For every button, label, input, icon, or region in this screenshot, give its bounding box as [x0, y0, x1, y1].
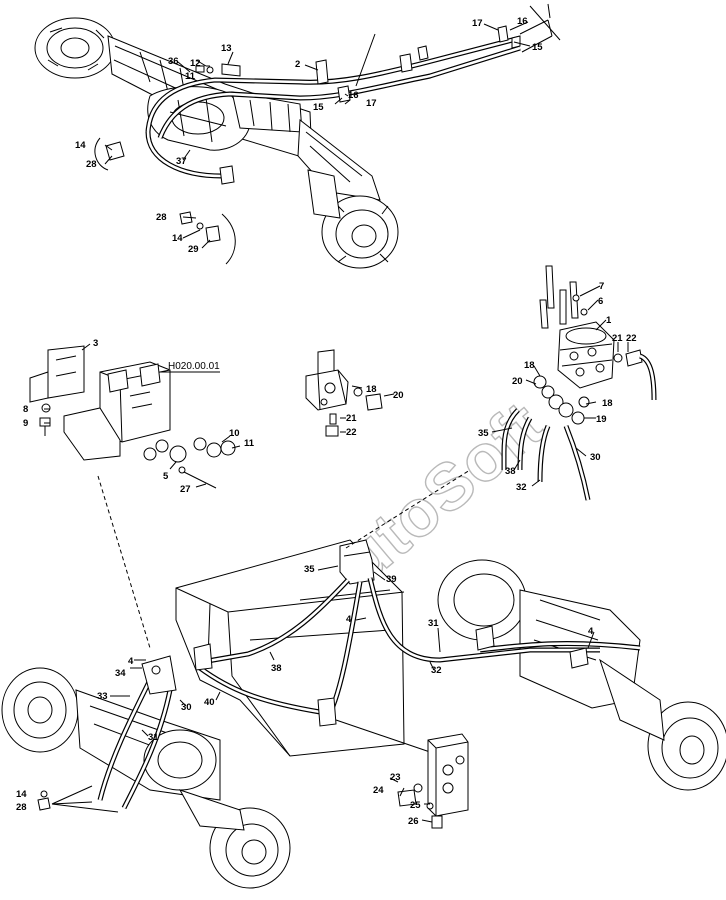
callout-30b: 30 — [181, 702, 192, 713]
steering-unit — [501, 265, 657, 501]
top-differential-housing — [147, 86, 303, 151]
top-left-wheel-hub — [34, 17, 116, 79]
callout-24: 24 — [373, 785, 384, 796]
callout-4c: 4 — [588, 626, 594, 637]
valve-left-callouts: 3 8 9 10 11 5 27 H020.00.01 — [23, 338, 255, 495]
callout-28b: 28 — [156, 212, 167, 223]
callout-3: 3 — [93, 338, 98, 349]
callout-18b: 18 — [524, 360, 535, 371]
callout-28c: 28 — [16, 802, 27, 813]
callout-22: 22 — [346, 427, 357, 438]
callout-30: 32 — [516, 482, 527, 493]
callout-11: 11 — [185, 71, 196, 82]
callout-14b: 14 — [172, 233, 183, 244]
callout-16: 16 — [517, 16, 528, 27]
callout-7: 7 — [599, 281, 604, 292]
callout-13: 13 — [221, 43, 232, 54]
callout-38b: 38 — [271, 663, 282, 674]
callout-15: 15 — [532, 42, 543, 53]
callout-26: 26 — [408, 816, 419, 827]
callout-37: 37 — [176, 156, 187, 167]
callout-31b: 31 — [148, 732, 159, 743]
callout-36: 36 — [168, 56, 179, 67]
callout-40: 40 — [204, 697, 215, 708]
callout-29: 29 — [188, 244, 199, 255]
callout-22b: 22 — [626, 333, 637, 344]
callout-19: 19 — [596, 414, 607, 425]
reference-code: H020.00.01 — [168, 361, 220, 372]
callout-12: 12 — [190, 58, 201, 69]
steering-callouts: 7 6 1 21 22 18 20 18 19 35 38 30 32 — [478, 281, 637, 493]
callout-11b: 11 — [244, 438, 255, 449]
callout-6: 6 — [598, 296, 603, 307]
top-right-wheel-hub — [307, 169, 399, 269]
callout-18c: 18 — [602, 398, 613, 409]
callout-34: 34 — [115, 668, 126, 679]
callout-23: 23 — [390, 772, 401, 783]
callout-39: 39 — [386, 574, 397, 585]
callout-35: 35 — [478, 428, 489, 439]
callout-15b: 15 — [313, 102, 324, 113]
callout-35b: 35 — [304, 564, 315, 575]
callout-38: 38 — [505, 466, 516, 477]
bottom-right-axle — [437, 559, 726, 791]
bottom-callouts: 35 39 4 31 32 38 40 30 34 4 33 31 14 28 … — [16, 564, 595, 827]
callout-32: 30 — [590, 452, 601, 463]
top-callouts: 17 16 15 13 12 11 2 36 16 17 15 14 28 37… — [75, 16, 543, 255]
callout-21: 21 — [346, 413, 357, 424]
callout-32b: 32 — [431, 665, 442, 676]
callout-4: 4 — [346, 614, 352, 625]
callout-1: 1 — [606, 315, 612, 326]
bottom-assembly — [1, 469, 726, 889]
callout-5: 5 — [163, 471, 169, 482]
center-valve: 18 20 21 22 — [305, 349, 404, 438]
callout-21b: 21 — [612, 333, 623, 344]
callout-14c: 14 — [16, 789, 27, 800]
callout-16b: 16 — [348, 90, 359, 101]
callout-18: 18 — [366, 384, 377, 395]
callout-33: 33 — [97, 691, 108, 702]
callout-28: 28 — [86, 159, 97, 170]
callout-9: 9 — [23, 418, 28, 429]
callout-17b: 17 — [366, 98, 377, 109]
valve-block-left — [29, 345, 236, 489]
callout-2: 2 — [295, 59, 300, 70]
bottom-left-axle — [1, 667, 291, 889]
callout-20: 20 — [393, 390, 404, 401]
callout-10: 10 — [229, 428, 240, 439]
callout-4b: 4 — [128, 656, 134, 667]
top-axle-assembly — [34, 3, 561, 269]
callout-20b: 20 — [512, 376, 523, 387]
callout-8: 8 — [23, 404, 28, 415]
callout-31: 31 — [428, 618, 439, 629]
callout-27: 27 — [180, 484, 191, 495]
callout-14: 14 — [75, 140, 86, 151]
callout-25: 25 — [410, 800, 421, 811]
callout-17: 17 — [472, 18, 483, 29]
